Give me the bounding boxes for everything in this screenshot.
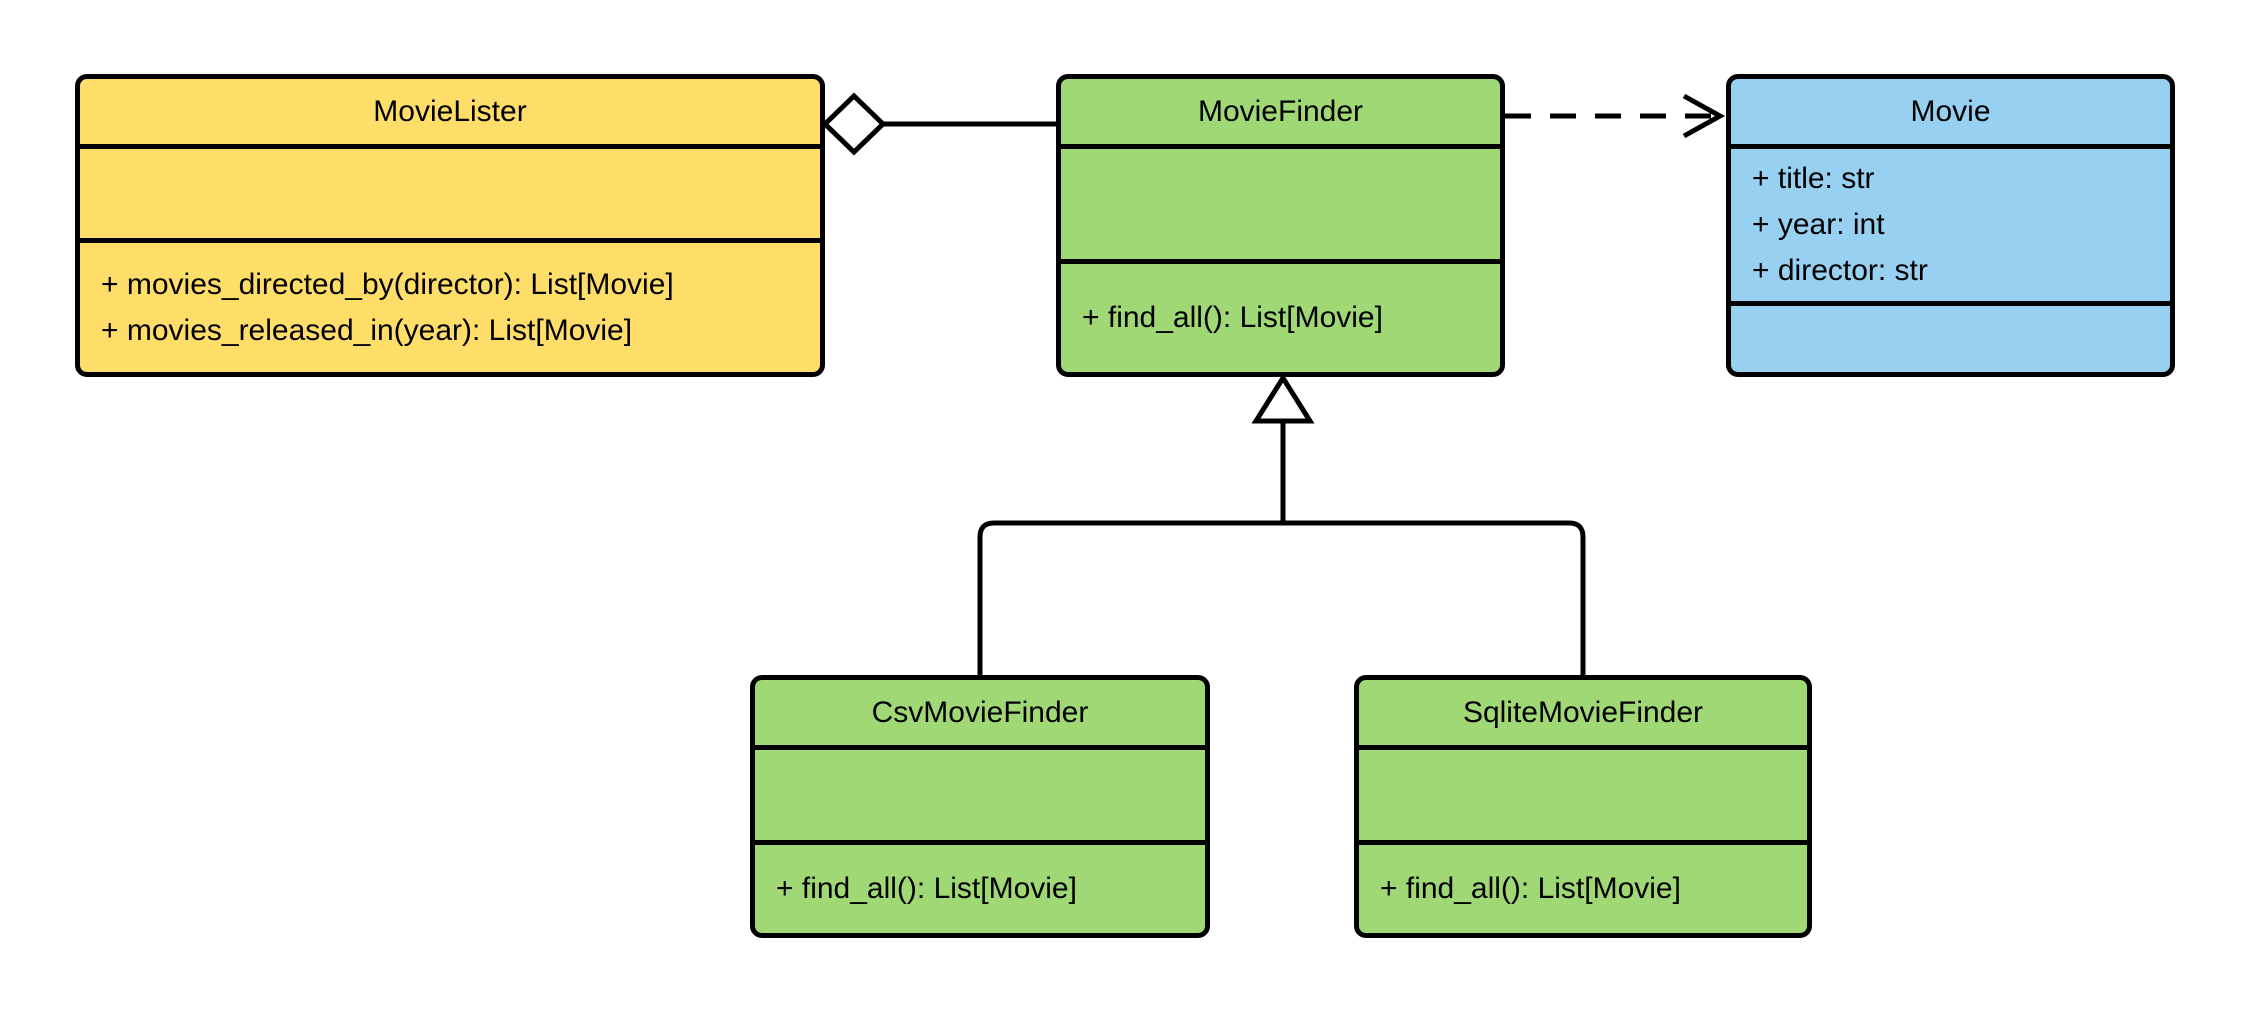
method-line: + movies_directed_by(director): List[Mov… xyxy=(101,267,674,301)
attribute-line: + year: int xyxy=(1752,208,1885,241)
class-sqlitemoviefinder-title: SqliteMovieFinder xyxy=(1462,695,1704,729)
class-movie-methods xyxy=(1731,301,2170,372)
class-sqlitemoviefinder-methods: + find_all(): List[Movie] xyxy=(1359,840,1807,933)
method-line: + find_all(): List[Movie] xyxy=(1380,872,1681,905)
class-movielister-methods: + movies_directed_by(director): List[Mov… xyxy=(80,238,820,372)
class-moviefinder-attributes xyxy=(1061,144,1500,259)
class-movie: Movie + title: str + year: int + directo… xyxy=(1726,74,2175,377)
inheritance-triangle-icon xyxy=(1251,373,1315,424)
method-line: + find_all(): List[Movie] xyxy=(1082,301,1383,334)
class-movielister: MovieLister + movies_directed_by(directo… xyxy=(75,74,825,377)
class-movie-attributes: + title: str + year: int + director: str xyxy=(1731,144,2170,301)
class-csvmoviefinder-methods: + find_all(): List[Movie] xyxy=(755,840,1205,933)
dependency-arrowhead-icon xyxy=(1682,93,1726,139)
inheritance-fork-edge xyxy=(977,520,1586,675)
class-csvmoviefinder-title: CsvMovieFinder xyxy=(871,695,1089,729)
class-sqlitemoviefinder: SqliteMovieFinder + find_all(): List[Mov… xyxy=(1354,675,1812,938)
class-movie-title: Movie xyxy=(1910,94,1991,128)
class-csvmoviefinder-attributes xyxy=(755,745,1205,840)
attribute-line: + title: str xyxy=(1752,162,1875,195)
class-sqlitemoviefinder-attributes xyxy=(1359,745,1807,840)
class-csvmoviefinder: CsvMovieFinder + find_all(): List[Movie] xyxy=(750,675,1210,938)
method-line: + find_all(): List[Movie] xyxy=(776,872,1077,905)
attribute-line: + director: str xyxy=(1752,254,1928,287)
class-moviefinder-title: MovieFinder xyxy=(1197,94,1364,128)
class-movielister-attributes xyxy=(80,144,820,238)
class-moviefinder-methods: + find_all(): List[Movie] xyxy=(1061,259,1500,372)
class-moviefinder: MovieFinder + find_all(): List[Movie] xyxy=(1056,74,1505,377)
aggregation-diamond-icon xyxy=(821,92,887,156)
class-movielister-title: MovieLister xyxy=(373,94,527,128)
method-line: + movies_released_in(year): List[Movie] xyxy=(101,313,633,347)
